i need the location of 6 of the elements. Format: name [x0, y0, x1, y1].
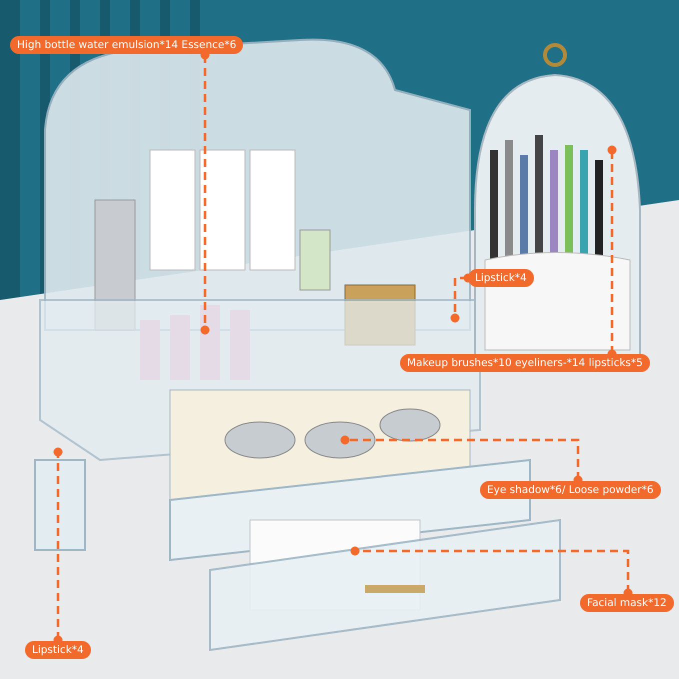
- callout-label: Lipstick*4: [25, 641, 91, 659]
- callout-label: Lipstick*4: [468, 269, 534, 287]
- callout-label: Makeup brushes*10 eyeliners-*14 lipsticks*5: [400, 354, 650, 372]
- callout-label: Facial mask*12: [580, 594, 674, 612]
- callout-label: Eye shadow*6/ Loose powder*6: [480, 481, 661, 499]
- callout-label: High bottle water emulsion*14 Essence*6: [10, 36, 244, 54]
